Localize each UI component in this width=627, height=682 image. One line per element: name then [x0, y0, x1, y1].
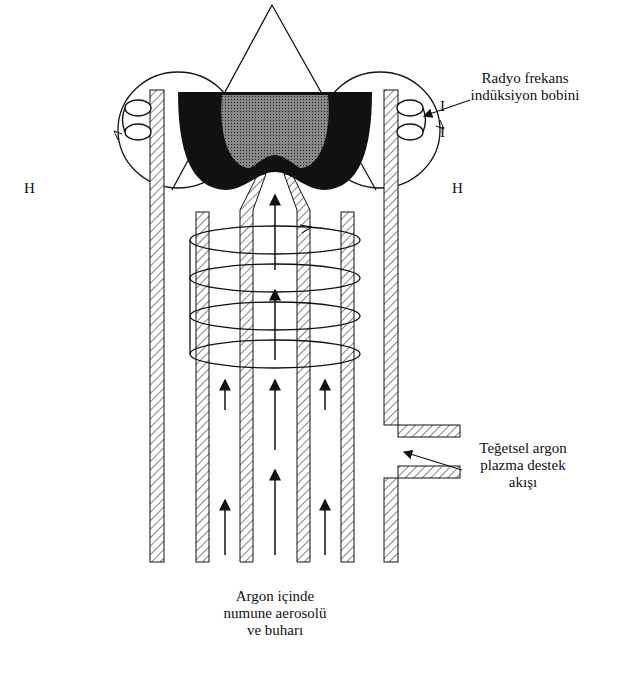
- coil-label: Radyo frekans indüksiyon bobini: [465, 70, 585, 104]
- sample-inlet-label: Argon içinde numune aerosolü ve buharı: [215, 588, 335, 639]
- gas-flow-label: Teğetsel argon plazma destek akışı: [468, 440, 578, 491]
- field-symbol: H: [452, 180, 470, 197]
- field-symbol: H: [24, 180, 42, 197]
- current-symbol: I: [440, 98, 454, 115]
- current-symbol: I: [440, 124, 454, 141]
